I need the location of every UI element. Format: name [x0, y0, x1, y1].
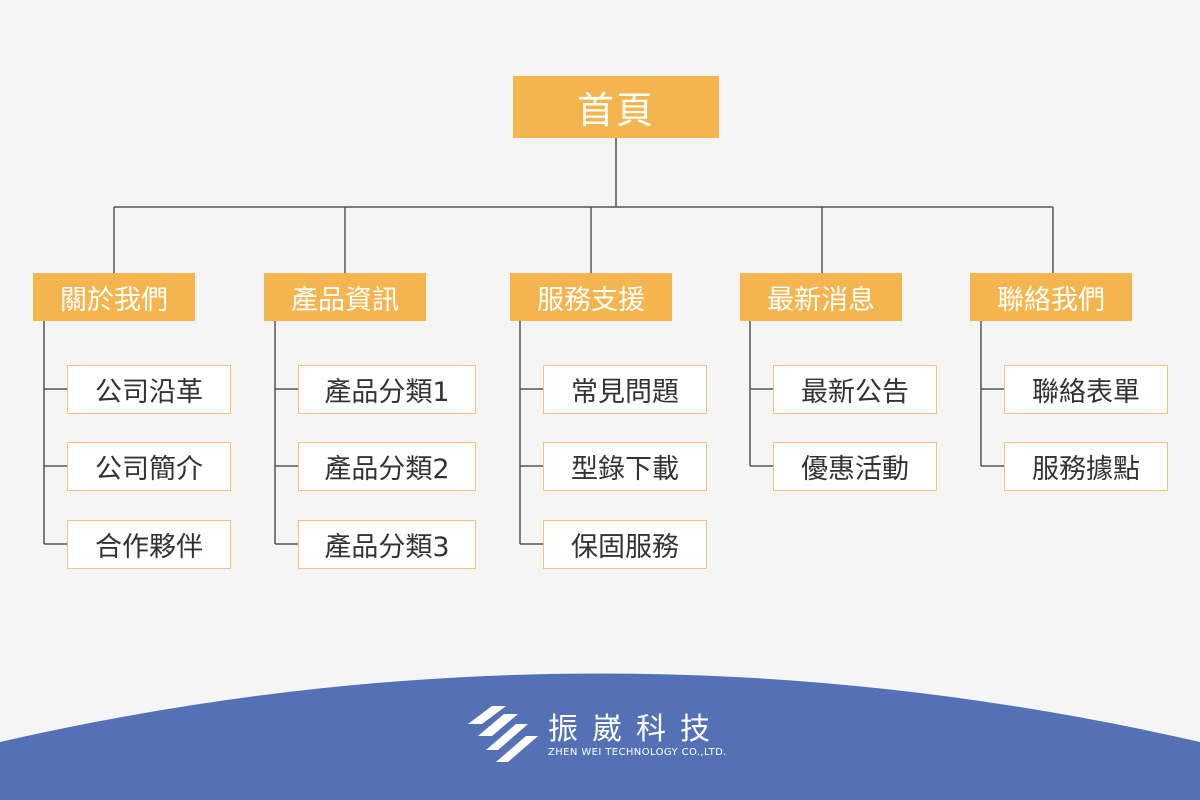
category-about-us: 關於我們: [33, 273, 195, 321]
node-item: 產品分類1: [298, 365, 476, 414]
root-node: 首頁: [513, 76, 719, 138]
category-contact: 聯絡我們: [970, 273, 1132, 321]
node-item: 最新公告: [773, 365, 937, 414]
category-news: 最新消息: [740, 273, 902, 321]
company-name-en: ZHEN WEI TECHNOLOGY CO.,LTD.: [548, 747, 727, 758]
category-products: 產品資訊: [264, 273, 426, 321]
node-item: 公司簡介: [67, 442, 231, 491]
node-item: 產品分類2: [298, 442, 476, 491]
node-item: 優惠活動: [773, 442, 937, 491]
footer-wave: [0, 673, 1200, 800]
node-item: 型錄下載: [543, 442, 707, 491]
node-item: 常見問題: [543, 365, 707, 414]
category-support: 服務支援: [510, 273, 672, 321]
logo-mark-icon: [468, 706, 538, 762]
company-logo: 振崴科技 ZHEN WEI TECHNOLOGY CO.,LTD.: [462, 700, 752, 770]
node-item: 合作夥伴: [67, 520, 231, 569]
node-item: 公司沿革: [67, 365, 231, 414]
node-item: 保固服務: [543, 520, 707, 569]
company-name: 振崴科技: [548, 712, 724, 747]
node-item: 產品分類3: [298, 520, 476, 569]
node-item: 聯絡表單: [1004, 365, 1168, 414]
node-item: 服務據點: [1004, 442, 1168, 491]
